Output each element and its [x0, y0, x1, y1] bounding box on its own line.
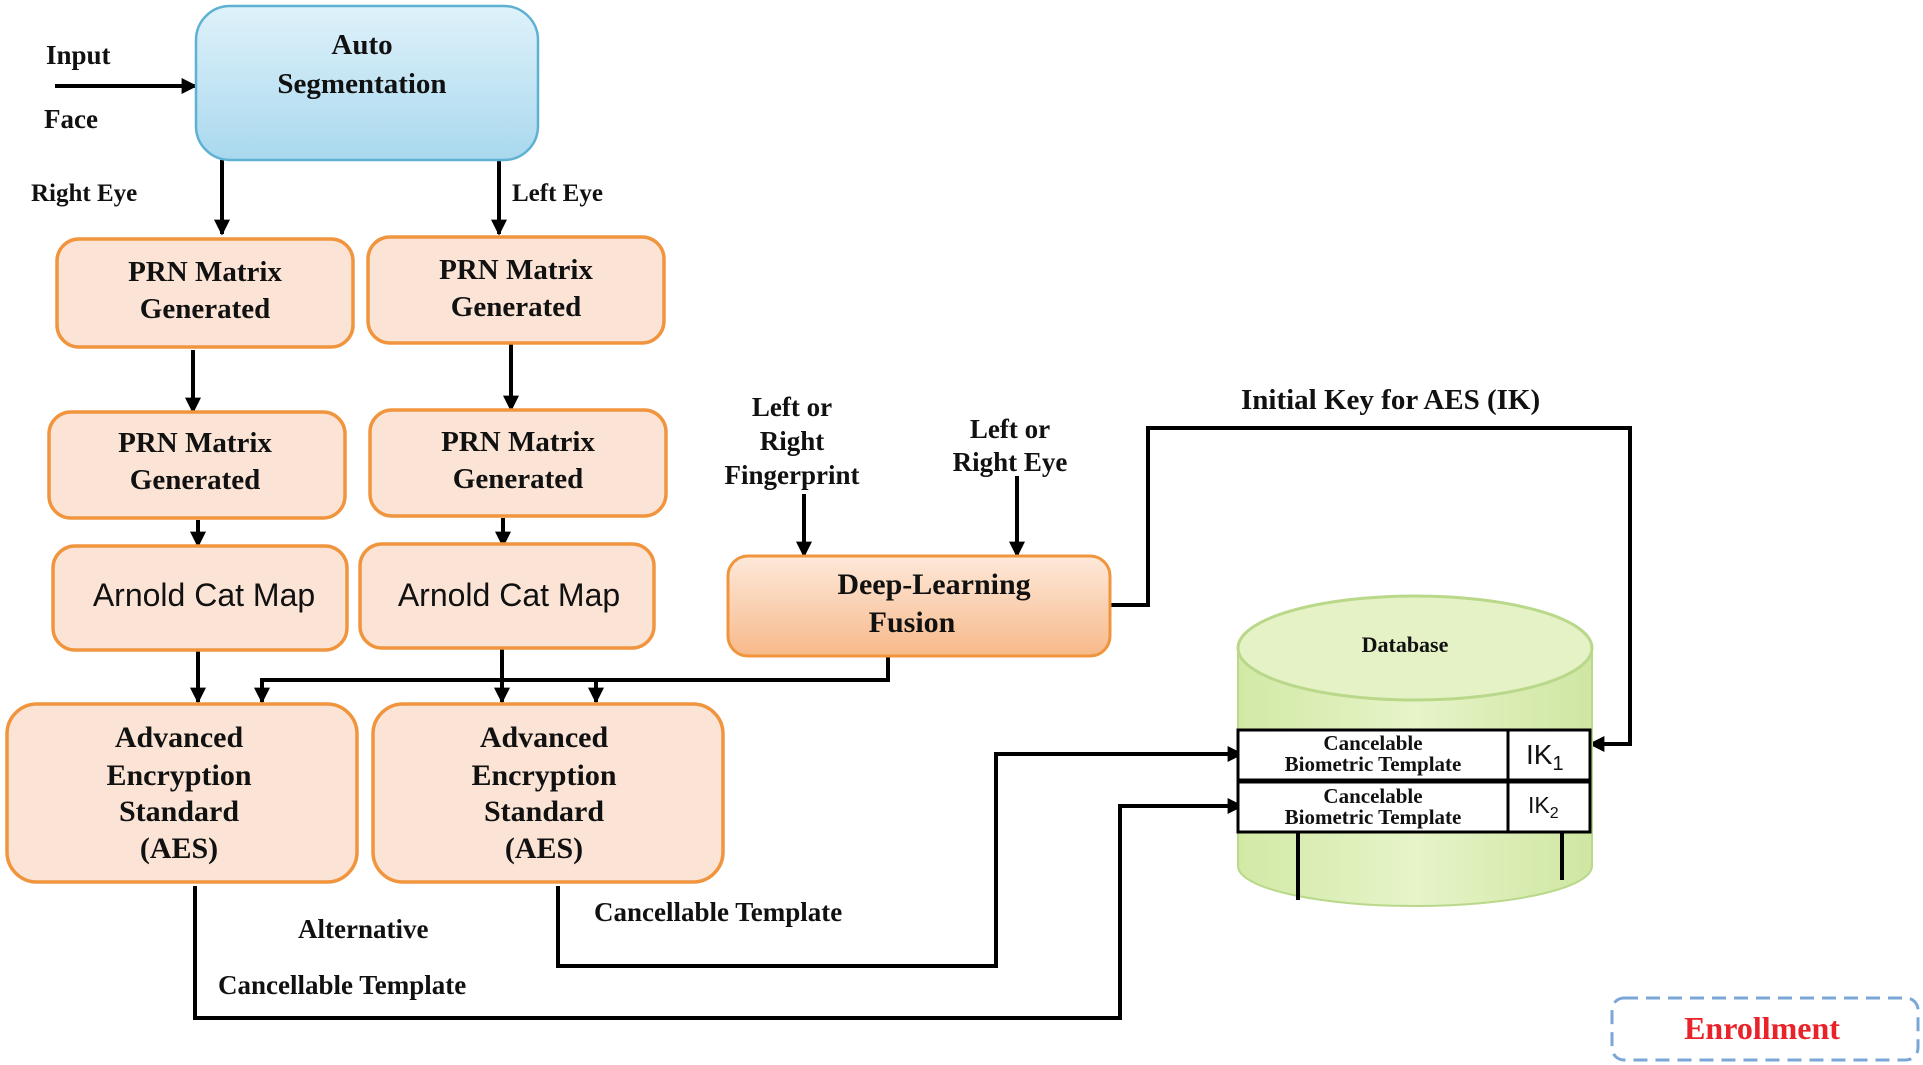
- alt-cancellable-template-line: [193, 798, 1244, 1020]
- auto-segmentation-shape: [194, 4, 540, 162]
- svg-text:Deep-Learning: Deep-Learning: [837, 568, 1030, 601]
- arnold-cat-map-box-right: Arnold Cat Map: [358, 542, 656, 650]
- enrollment-label: Enrollment: [1684, 1010, 1840, 1046]
- svg-text:Arnold Cat Map: Arnold Cat Map: [398, 577, 620, 613]
- svg-text:IK2: IK2: [1528, 792, 1559, 822]
- input-label: Input: [46, 40, 111, 70]
- svg-text:Encryption: Encryption: [106, 759, 251, 792]
- prn-matrix-box-left-1: PRN Matrix Generated: [55, 237, 355, 349]
- svg-text:PRN Matrix: PRN Matrix: [439, 254, 593, 286]
- svg-text:Generated: Generated: [453, 463, 583, 495]
- database-title: Database: [1362, 632, 1449, 657]
- deep-learning-fusion-box: Deep-Learning Fusion: [726, 554, 1112, 658]
- face-label: Face: [44, 104, 98, 134]
- svg-text:PRN Matrix: PRN Matrix: [118, 427, 272, 459]
- fingerprint-label-line2: Right: [760, 426, 825, 456]
- left-eye-label: Left Eye: [512, 180, 603, 207]
- right-eye-label: Right Eye: [31, 180, 137, 207]
- svg-text:Generated: Generated: [140, 293, 270, 325]
- svg-text:Biometric Template: Biometric Template: [1285, 805, 1462, 829]
- alt-cancellable-template-label: Cancellable Template: [218, 970, 466, 1000]
- svg-text:Encryption: Encryption: [471, 759, 616, 792]
- svg-text:Advanced: Advanced: [480, 721, 609, 754]
- auto-segmentation-line2: Segmentation: [277, 68, 446, 100]
- svg-text:Fusion: Fusion: [869, 606, 956, 639]
- prn-matrix-box-left-2: PRN Matrix Generated: [47, 410, 347, 520]
- svg-text:IK1: IK1: [1526, 739, 1564, 775]
- svg-text:(AES): (AES): [140, 832, 218, 865]
- cancellable-template-line: [556, 746, 1244, 968]
- prn-matrix-box-right-1: PRN Matrix Generated: [366, 235, 666, 345]
- auto-segmentation-line1: Auto: [331, 29, 392, 61]
- initial-key-line: [1110, 426, 1632, 752]
- svg-text:Biometric Template: Biometric Template: [1285, 752, 1462, 776]
- template-row-2: Cancelable Biometric Template IK2: [1236, 780, 1592, 834]
- svg-text:PRN Matrix: PRN Matrix: [441, 426, 595, 458]
- connectors: [55, 78, 1632, 1020]
- template-table: Cancelable Biometric Template IK1 Cancel…: [1236, 728, 1592, 834]
- svg-text:Advanced: Advanced: [115, 721, 244, 754]
- initial-key-label: Initial Key for AES (IK): [1241, 384, 1540, 416]
- enrollment-badge: Enrollment: [1610, 996, 1920, 1062]
- svg-text:Arnold Cat Map: Arnold Cat Map: [93, 577, 315, 613]
- svg-text:Cancelable: Cancelable: [1323, 784, 1422, 808]
- svg-text:Generated: Generated: [130, 464, 260, 496]
- database-top: [1236, 594, 1594, 702]
- eye-input-label-line2: Right Eye: [953, 447, 1068, 477]
- cancellable-template-label: Cancellable Template: [594, 897, 842, 927]
- eye-input-label-line1: Left or: [970, 414, 1050, 444]
- fingerprint-label-line3: Fingerprint: [725, 460, 860, 490]
- aes-box-left: Advanced Encryption Standard (AES): [5, 702, 359, 884]
- fingerprint-label-line1: Left or: [752, 392, 832, 422]
- enrollment-border: [1610, 996, 1920, 1062]
- aes-box-right: Advanced Encryption Standard (AES): [371, 702, 725, 884]
- auto-segmentation-box: Auto Segmentation: [194, 4, 540, 162]
- svg-text:Cancelable: Cancelable: [1323, 731, 1422, 755]
- svg-text:Standard: Standard: [119, 795, 239, 828]
- svg-text:Standard: Standard: [484, 795, 604, 828]
- arnold-cat-map-box-left: Arnold Cat Map: [51, 544, 349, 652]
- fusion-to-aes-line: [254, 656, 890, 704]
- alternative-label: Alternative: [298, 914, 428, 944]
- template-row-1: Cancelable Biometric Template IK1: [1236, 728, 1592, 782]
- svg-text:(AES): (AES): [505, 832, 583, 865]
- svg-text:Generated: Generated: [451, 291, 581, 323]
- prn-matrix-box-right-2: PRN Matrix Generated: [368, 408, 668, 518]
- svg-text:PRN Matrix: PRN Matrix: [128, 256, 282, 288]
